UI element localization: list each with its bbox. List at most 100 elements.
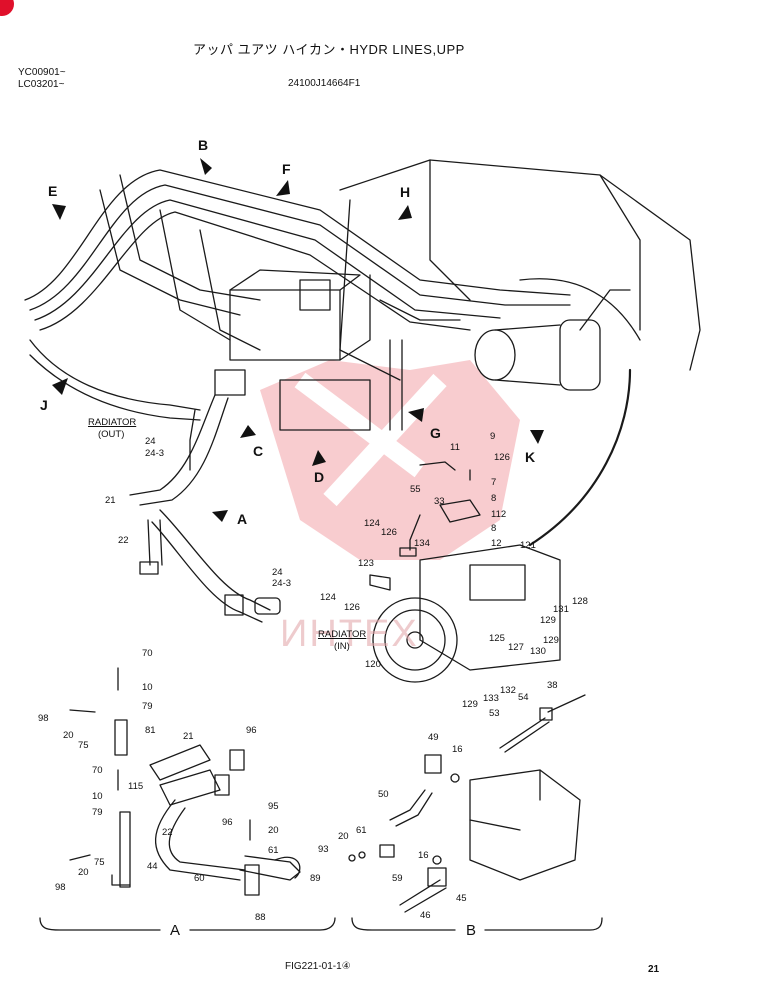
part-number: 123 bbox=[358, 558, 374, 569]
part-number: 89 bbox=[310, 873, 321, 884]
part-number: 98 bbox=[38, 713, 49, 724]
part-number: 81 bbox=[145, 725, 156, 736]
part-number: 49 bbox=[428, 732, 439, 743]
part-number: 22 bbox=[118, 535, 129, 546]
part-number: 24 bbox=[145, 436, 156, 447]
part-number: 55 bbox=[410, 484, 421, 495]
figure-number: FIG221-01-1④ bbox=[285, 961, 351, 972]
part-number: 127 bbox=[508, 642, 524, 653]
part-number: 129 bbox=[540, 615, 556, 626]
part-number: 20 bbox=[63, 730, 74, 741]
part-number: 128 bbox=[572, 596, 588, 607]
part-number: 129 bbox=[462, 699, 478, 710]
part-number: 16 bbox=[452, 744, 463, 755]
part-number: 126 bbox=[381, 527, 397, 538]
callout-g: G bbox=[430, 425, 441, 441]
part-number: 75 bbox=[78, 740, 89, 751]
radiator-in-label: RADIATOR bbox=[318, 629, 367, 640]
part-number: 133 bbox=[483, 693, 499, 704]
part-number: 126 bbox=[344, 602, 360, 613]
part-number: 53 bbox=[489, 708, 500, 719]
part-number: 7 bbox=[491, 477, 497, 488]
part-number: 131 bbox=[553, 604, 569, 615]
part-number: 10 bbox=[92, 791, 103, 802]
part-number: 21 bbox=[183, 731, 194, 742]
arrow-c-icon bbox=[240, 425, 256, 438]
part-number: 61 bbox=[268, 845, 279, 856]
part-number: 21 bbox=[105, 495, 116, 506]
corner-mark-icon bbox=[0, 0, 14, 16]
radiator-out-label: RADIATOR bbox=[88, 417, 137, 428]
arrow-b-icon bbox=[200, 158, 212, 175]
part-number: 96 bbox=[246, 725, 257, 736]
radiator-in-sub: (IN) bbox=[334, 641, 350, 652]
arrow-h-icon bbox=[398, 205, 412, 220]
part-number: 70 bbox=[92, 765, 103, 776]
callout-c: C bbox=[253, 443, 264, 459]
section-a-label: A bbox=[170, 922, 181, 939]
part-number: 129 bbox=[543, 635, 559, 646]
part-number: 59 bbox=[392, 873, 403, 884]
watermark-text: ИНТЕХ bbox=[280, 613, 419, 655]
part-number: 16 bbox=[418, 850, 429, 861]
part-number: 61 bbox=[356, 825, 367, 836]
part-number: 12 bbox=[491, 538, 502, 549]
callout-a: A bbox=[237, 511, 248, 527]
part-number: 124 bbox=[320, 592, 336, 603]
part-number: 20 bbox=[268, 825, 279, 836]
part-number: 60 bbox=[194, 873, 205, 884]
part-number: 124 bbox=[364, 518, 380, 529]
part-number: 75 bbox=[94, 857, 105, 868]
part-number: 98 bbox=[55, 882, 66, 893]
page-number: 21 bbox=[648, 964, 660, 975]
part-number: 20 bbox=[338, 831, 349, 842]
serial-range-1: YC00901~ bbox=[18, 67, 66, 78]
part-number: 10 bbox=[142, 682, 153, 693]
part-number: 8 bbox=[491, 523, 497, 534]
arrow-j-icon bbox=[52, 378, 68, 395]
part-number: 8 bbox=[491, 493, 497, 504]
part-number: 79 bbox=[142, 701, 153, 712]
part-number: 134 bbox=[414, 538, 430, 549]
callout-b: B bbox=[198, 137, 209, 153]
arrow-e-icon bbox=[52, 204, 66, 220]
part-number: 95 bbox=[268, 801, 279, 812]
watermark-logo bbox=[260, 360, 520, 560]
part-number: 24 bbox=[272, 567, 283, 578]
drawing-code: 24100J14664F1 bbox=[288, 78, 361, 89]
part-number: 44 bbox=[147, 861, 158, 872]
part-number: 112 bbox=[491, 509, 507, 520]
part-number: 125 bbox=[489, 633, 505, 644]
part-number: 132 bbox=[500, 685, 516, 696]
part-number: 115 bbox=[128, 781, 144, 792]
callout-f: F bbox=[282, 161, 291, 177]
part-number: 20 bbox=[78, 867, 89, 878]
part-number: 50 bbox=[378, 789, 389, 800]
part-number: 79 bbox=[92, 807, 103, 818]
callout-h: H bbox=[400, 184, 411, 200]
part-number: 45 bbox=[456, 893, 467, 904]
part-number: 96 bbox=[222, 817, 233, 828]
arrow-k-icon bbox=[530, 430, 544, 444]
part-number: 9 bbox=[490, 431, 496, 442]
arrow-d-icon bbox=[312, 450, 326, 466]
part-number: 126 bbox=[494, 452, 510, 463]
callout-j: J bbox=[40, 397, 48, 413]
part-number: 22 bbox=[162, 827, 173, 838]
arrow-f-icon bbox=[276, 180, 290, 196]
radiator-out-sub: (OUT) bbox=[98, 429, 125, 440]
part-number: 70 bbox=[142, 648, 153, 659]
part-number: 120 bbox=[365, 659, 381, 670]
part-number: 46 bbox=[420, 910, 431, 921]
diagram-title: アッパ ユアツ ハイカン・HYDR LINES,UPP bbox=[193, 42, 465, 57]
part-number: 24-3 bbox=[145, 448, 165, 459]
callout-k: K bbox=[525, 449, 536, 465]
callout-arrows bbox=[52, 158, 544, 522]
callout-e: E bbox=[48, 183, 58, 199]
part-number: 130 bbox=[530, 646, 546, 657]
arrow-a-icon bbox=[212, 510, 228, 522]
part-number: 93 bbox=[318, 844, 329, 855]
part-number: 24-3 bbox=[272, 578, 292, 589]
